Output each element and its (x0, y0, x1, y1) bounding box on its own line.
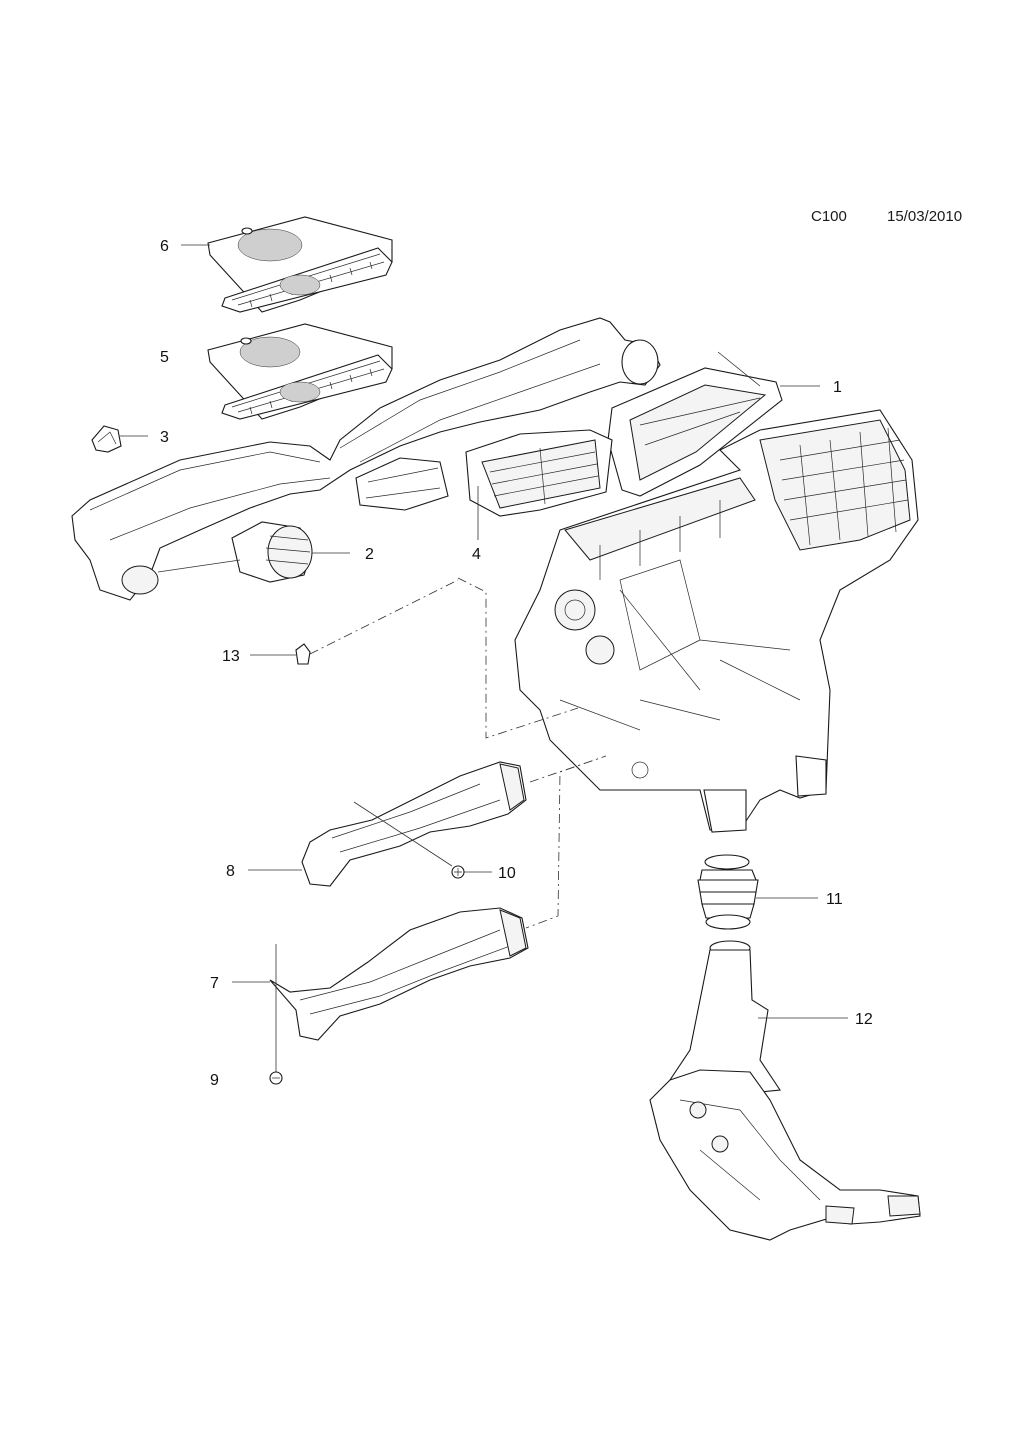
part-5-vent-grille-cover (207, 323, 393, 420)
part-11-bellows-connector (697, 854, 759, 930)
callout-6: 6 (160, 238, 169, 255)
callout-5: 5 (160, 349, 169, 366)
callout-2: 2 (365, 546, 374, 563)
part-13-grommet (295, 643, 311, 665)
diagram-date: 15/03/2010 (887, 208, 963, 225)
leader-1b (717, 351, 761, 387)
callout-7: 7 (210, 975, 219, 992)
leader-2b (157, 559, 241, 573)
callout-1: 1 (833, 379, 842, 396)
hvac-heater-housing (514, 409, 919, 833)
callout-13: 13 (222, 648, 240, 665)
callout-4: 4 (472, 546, 481, 563)
assembly-line-13b (309, 579, 459, 655)
part-3-clip (91, 425, 122, 453)
callout-9: 9 (210, 1072, 219, 1089)
upper-air-duct (71, 317, 661, 601)
leader-10 (353, 801, 453, 867)
part-7-rear-air-duct (269, 907, 529, 1041)
part-10-screw (451, 865, 465, 879)
part-2-round-air-vent (231, 521, 313, 583)
part-1-duct-seal-frame (607, 367, 783, 497)
part-12-floor-air-duct (649, 940, 921, 1241)
callout-10: 10 (498, 865, 516, 882)
callout-8: 8 (226, 863, 235, 880)
part-9-screw (269, 1071, 283, 1085)
callout-11: 11 (826, 891, 843, 908)
callout-3: 3 (160, 429, 169, 446)
part-4-center-air-vent (465, 429, 613, 517)
callout-12: 12 (855, 1011, 873, 1028)
part-8-footwell-air-duct (301, 761, 527, 887)
part-6-vent-grille-cover (207, 216, 393, 313)
diagram-code: C100 (811, 208, 847, 225)
